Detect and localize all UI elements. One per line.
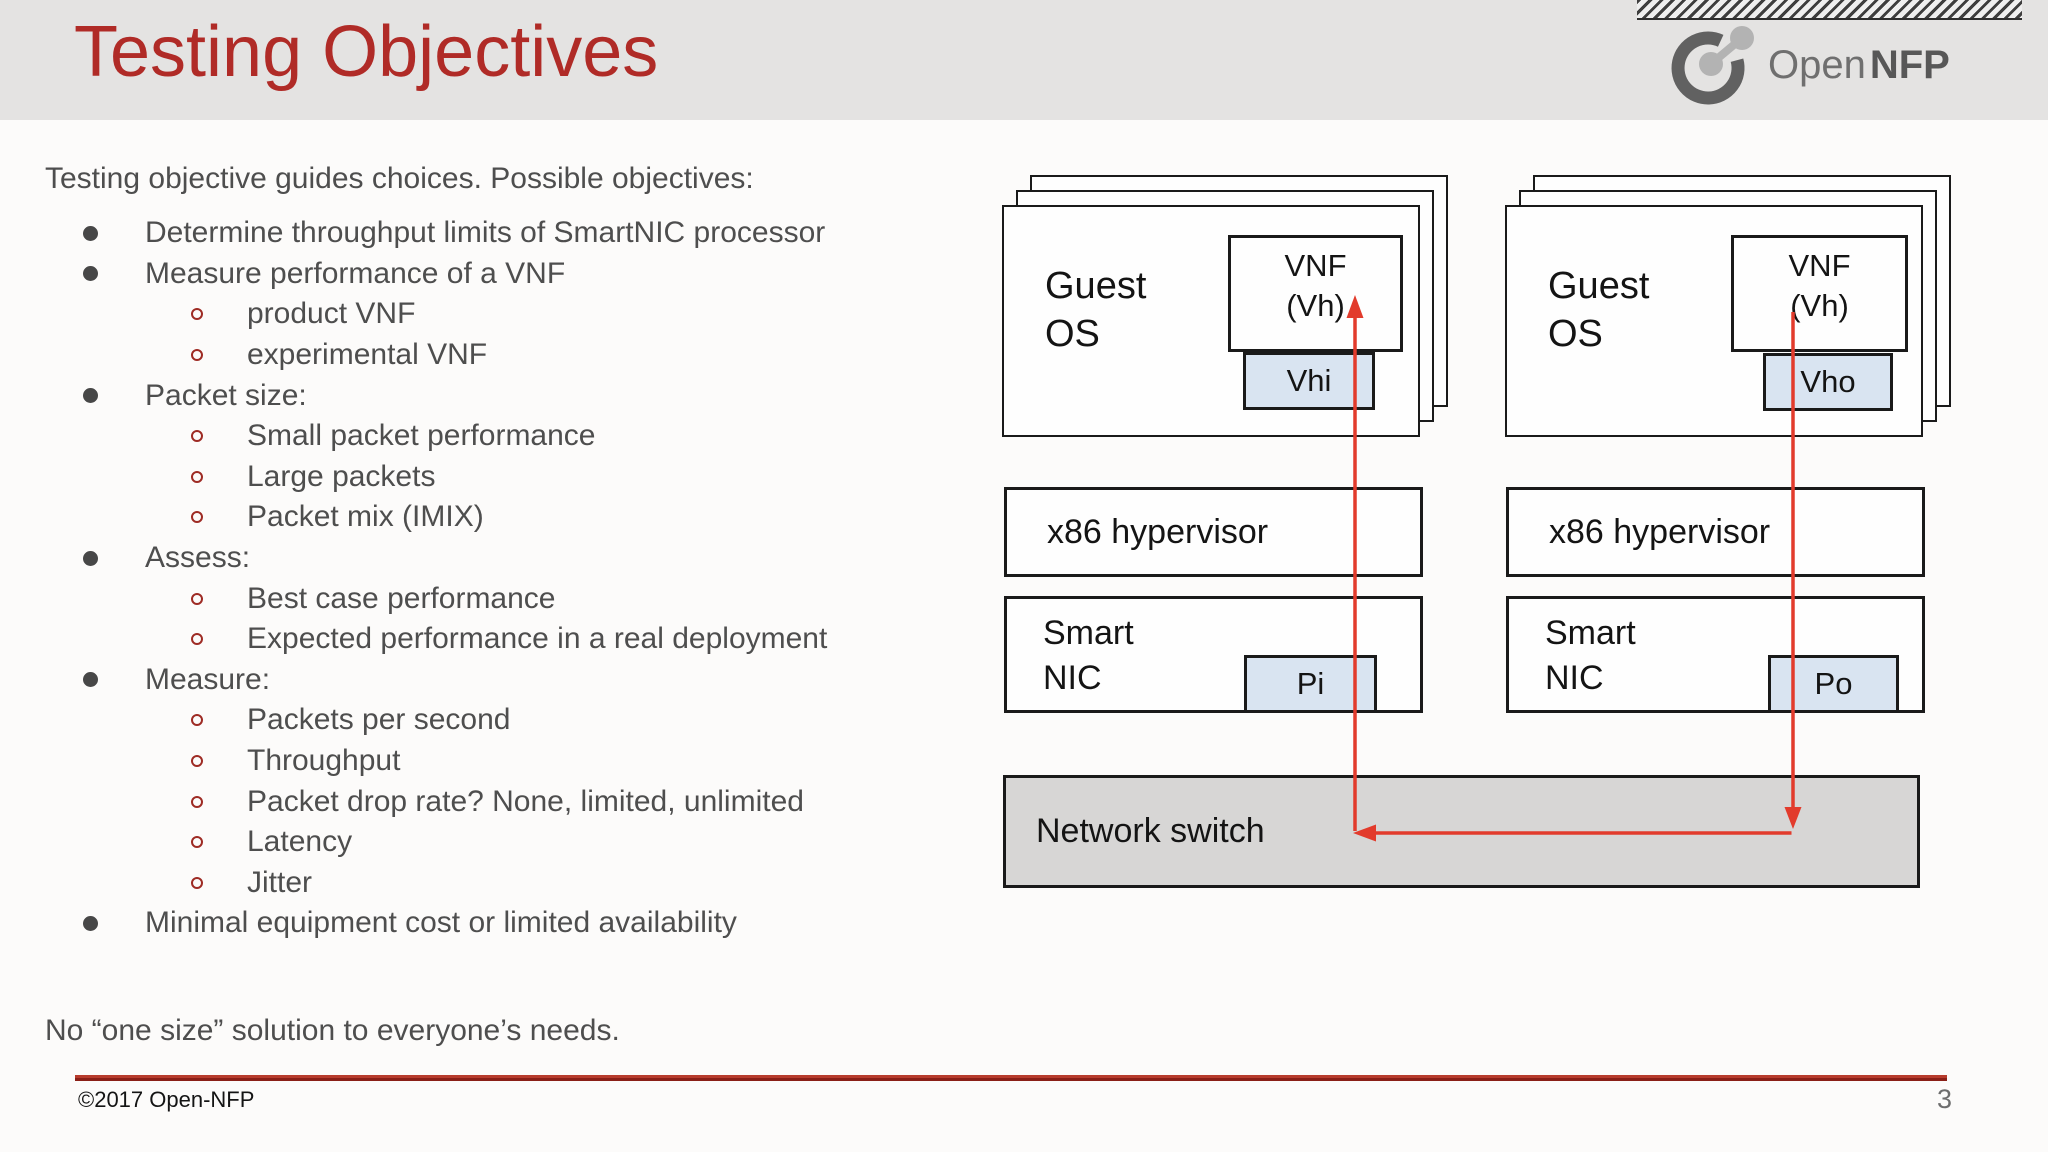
- bullet-icon: [83, 266, 98, 282]
- list-item: experimental VNF: [45, 335, 985, 376]
- list-item: Packets per second: [45, 700, 985, 741]
- list-item: Latency: [45, 822, 985, 863]
- pi-port-box: Pi: [1244, 655, 1377, 713]
- hatch-decoration-bar: [1637, 0, 2022, 20]
- list-item: Packet mix (IMIX): [45, 497, 985, 538]
- vnf-box: VNF (Vh): [1228, 235, 1403, 352]
- circle-bullet-icon: [191, 755, 203, 768]
- po-port-box: Po: [1768, 655, 1899, 713]
- list-item: Throughput: [45, 741, 985, 782]
- circle-bullet-icon: [191, 633, 203, 646]
- bullet-icon: [83, 225, 98, 241]
- bullet-icon: [83, 388, 98, 404]
- circle-bullet-icon: [191, 876, 203, 889]
- circle-bullet-icon: [191, 470, 203, 483]
- circle-bullet-icon: [191, 511, 203, 524]
- opennfp-logo-icon: [1671, 26, 1754, 105]
- hypervisor-box: x86 hypervisor: [1506, 487, 1925, 577]
- circle-bullet-icon: [191, 836, 203, 849]
- list-item: Packet drop rate? None, limited, unlimit…: [45, 781, 985, 822]
- footer-divider-line: [75, 1075, 1947, 1081]
- bullet-icon: [83, 915, 98, 931]
- list-item: product VNF: [45, 294, 985, 335]
- list-item: Measure:: [45, 660, 985, 701]
- vho-port-box: Vho: [1763, 353, 1893, 411]
- bullet-icon: [83, 550, 98, 566]
- circle-bullet-icon: [191, 430, 203, 443]
- list-item: Packet size:: [45, 375, 985, 416]
- logo-nfp-label: NFP: [1869, 43, 1950, 87]
- closing-text: No “one size” solution to everyone’s nee…: [45, 1014, 620, 1047]
- objectives-list: Testing objective guides choices. Possib…: [45, 158, 985, 944]
- guest-os-label: Guest OS: [1548, 265, 1650, 355]
- intro-text: Testing objective guides choices. Possib…: [45, 162, 754, 195]
- circle-bullet-icon: [191, 349, 203, 362]
- list-item: Minimal equipment cost or limited availa…: [45, 903, 985, 944]
- circle-bullet-icon: [191, 592, 203, 605]
- list-item: Measure performance of a VNF: [45, 254, 985, 295]
- list-item: Expected performance in a real deploymen…: [45, 619, 985, 660]
- vhi-port-box: Vhi: [1243, 352, 1375, 410]
- logo-open-label: Open: [1768, 43, 1866, 87]
- page-title: Testing Objectives: [74, 12, 659, 92]
- circle-bullet-icon: [191, 795, 203, 808]
- network-switch-box: Network switch: [1003, 775, 1920, 888]
- hypervisor-box: x86 hypervisor: [1004, 487, 1423, 577]
- circle-bullet-icon: [191, 714, 203, 727]
- circle-bullet-icon: [191, 308, 203, 321]
- bullet-icon: [83, 672, 98, 688]
- guest-os-label: Guest OS: [1045, 265, 1147, 355]
- vnf-box: VNF (Vh): [1731, 235, 1908, 352]
- list-item: Large packets: [45, 457, 985, 498]
- list-item: Small packet performance: [45, 416, 985, 457]
- list-item: Determine throughput limits of SmartNIC …: [45, 213, 985, 254]
- page-number: 3: [1936, 1084, 1952, 1114]
- list-item: Assess:: [45, 538, 985, 579]
- list-item: Jitter: [45, 863, 985, 904]
- copyright-text: ©2017 Open-NFP: [78, 1087, 255, 1112]
- list-item: Best case performance: [45, 578, 985, 619]
